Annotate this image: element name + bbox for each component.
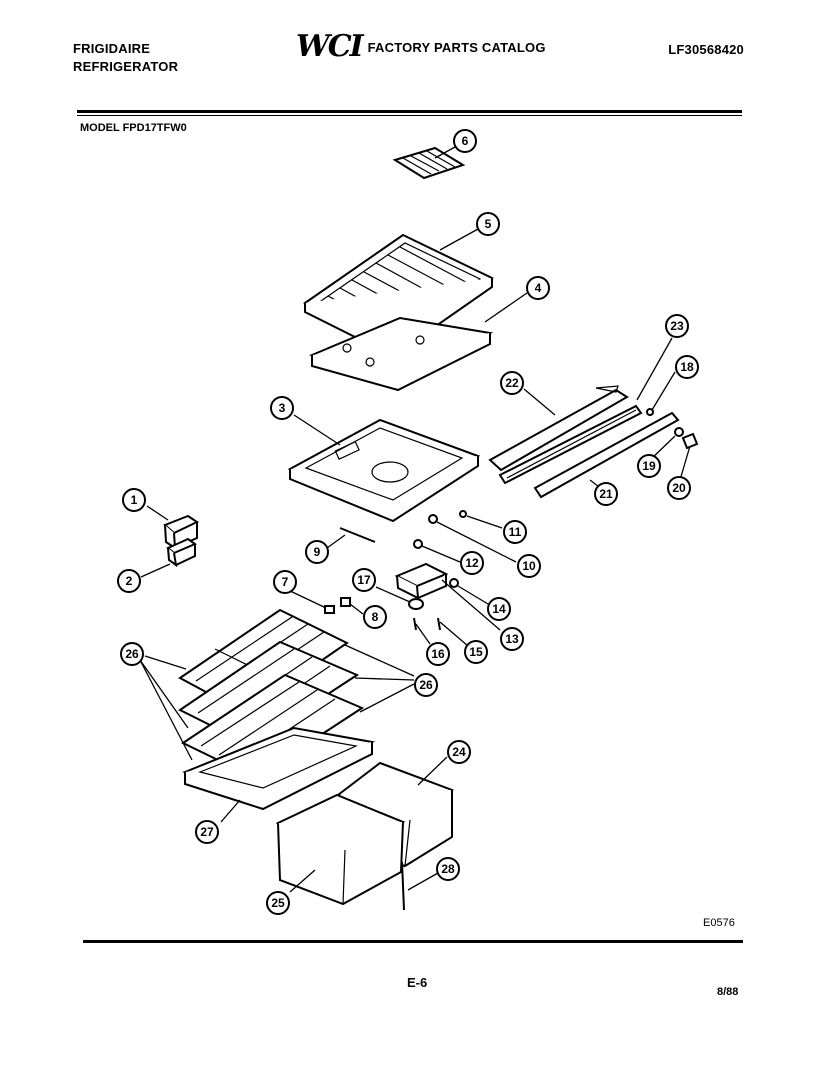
part-17-grommet [408,598,424,610]
callout-3: 3 [270,396,294,420]
svg-text:7: 7 [282,575,289,589]
part-9-rod [339,527,376,543]
part-11-clip [459,510,467,518]
callout-18: 18 [675,355,699,379]
svg-text:13: 13 [505,632,519,646]
callout-11: 11 [503,520,527,544]
part-28-divider [401,861,405,911]
part-15-screw [437,617,441,631]
part-1-bracket [163,514,200,550]
callout-8: 8 [363,605,387,629]
callout-27: 27 [195,820,219,844]
callout-13: 13 [500,627,524,651]
callout-26-right: 26 [414,673,438,697]
part-22-rail [488,385,629,472]
svg-text:8: 8 [372,610,379,624]
figure-code: E0576 [703,917,735,929]
svg-text:20: 20 [672,481,686,495]
callout-15: 15 [464,640,488,664]
revision-date: 8/88 [717,986,739,998]
svg-text:1: 1 [131,493,138,507]
product-type: REFRIGERATOR [73,59,179,74]
brand-name: FRIGIDAIRE [73,41,151,56]
callout-4: 4 [526,276,550,300]
catalog-title: FACTORY PARTS CATALOG [367,39,546,55]
callout-5: 5 [476,212,500,236]
part-21-rail [533,411,680,499]
catalog-number: LF30568420 [668,42,744,57]
svg-text:26: 26 [125,647,139,661]
part-7-pin [324,605,335,614]
svg-text:4: 4 [535,281,542,295]
part-3-crisper-cover [287,418,481,523]
svg-text:22: 22 [505,376,519,390]
callout-28: 28 [436,857,460,881]
leader-lines [139,146,691,893]
callout-26-left: 26 [120,642,144,666]
part-16-screw [413,617,417,631]
svg-text:5: 5 [485,217,492,231]
brand-block: FRIGIDAIRE REFRIGERATOR [73,40,178,76]
header-rule [77,110,742,113]
svg-text:18: 18 [680,360,694,374]
callout-2: 2 [117,569,141,593]
part-20-clip [681,432,699,450]
footer-rule [83,940,743,943]
callout-23: 23 [665,314,689,338]
svg-text:2: 2 [126,574,133,588]
svg-text:19: 19 [642,459,656,473]
part-23-rail [498,404,643,485]
svg-text:26: 26 [419,678,433,692]
page-number: E-6 [407,975,428,990]
svg-text:28: 28 [441,862,455,876]
svg-text:24: 24 [452,745,466,759]
part-14-knob [449,578,459,588]
part-18-screw [646,408,654,416]
callout-12: 12 [460,551,484,575]
svg-text:10: 10 [522,559,536,573]
callout-25: 25 [266,891,290,915]
part-2-bracket [166,537,198,568]
callout-19: 19 [637,454,661,478]
svg-text:6: 6 [462,134,469,148]
callout-24: 24 [447,740,471,764]
svg-text:14: 14 [492,602,506,616]
svg-text:15: 15 [469,645,483,659]
catalog-header: WCI FACTORY PARTS CATALOG [296,32,546,62]
part-10-knob [428,514,438,524]
svg-text:27: 27 [200,825,214,839]
svg-text:17: 17 [357,573,371,587]
callout-9: 9 [305,540,329,564]
svg-text:25: 25 [271,896,285,910]
svg-text:16: 16 [431,647,445,661]
svg-text:9: 9 [314,545,321,559]
callout-6: 6 [453,129,477,153]
svg-text:3: 3 [279,401,286,415]
callout-16: 16 [426,642,450,666]
part-25-crisper-pan [275,793,406,906]
part-6-grille [392,146,466,180]
svg-text:21: 21 [599,487,613,501]
callout-10: 10 [517,554,541,578]
callout-1: 1 [122,488,146,512]
part-4-tray [308,316,494,392]
svg-text:23: 23 [670,319,684,333]
part-27-frame [182,726,376,811]
callout-20: 20 [667,476,691,500]
wci-logo: WCI [296,29,364,64]
part-12-fastener [413,539,423,549]
callout-17: 17 [352,568,376,592]
callout-22: 22 [500,371,524,395]
model-label: MODEL FPD17TFW0 [80,122,187,134]
callout-7: 7 [273,570,297,594]
callout-21: 21 [594,482,618,506]
part-19-washer [674,427,684,437]
part-8-cap [340,597,351,607]
svg-text:12: 12 [465,556,479,570]
header-rule-thin [77,115,742,116]
part-13-control-housing [394,562,449,600]
callout-14: 14 [487,597,511,621]
svg-text:11: 11 [509,525,522,539]
